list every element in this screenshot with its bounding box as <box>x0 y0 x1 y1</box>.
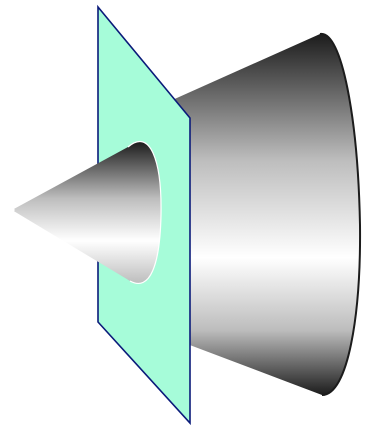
cone-apex-portion <box>12 141 161 283</box>
cone-apex <box>11 208 14 211</box>
